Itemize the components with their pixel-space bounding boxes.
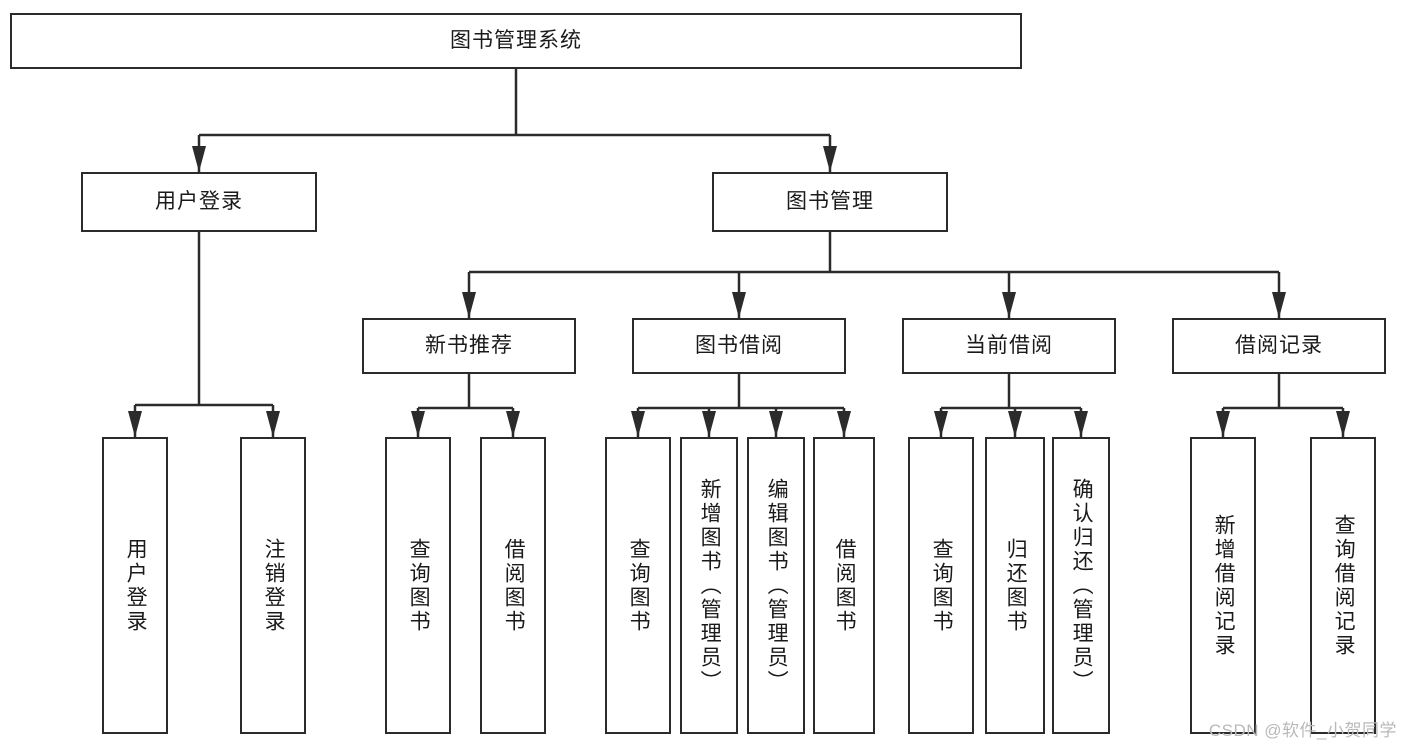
node-label: 编辑图书（管理员） — [765, 477, 789, 694]
arrowhead-b_edit — [769, 411, 783, 437]
node-label: 用户登录 — [124, 537, 148, 634]
node-b_edit[interactable]: 编辑图书（管理员） — [747, 437, 805, 734]
node-n_borrow[interactable]: 借阅图书 — [480, 437, 546, 734]
watermark-text: CSDN @软件_小贺同学 — [1208, 721, 1397, 740]
arrowhead-b_add — [702, 411, 716, 437]
node-c_query[interactable]: 查询图书 — [908, 437, 974, 734]
node-newbook[interactable]: 新书推荐 — [362, 318, 576, 374]
node-b_query[interactable]: 查询图书 — [605, 437, 671, 734]
node-label: 确认归还（管理员） — [1070, 477, 1094, 694]
arrowhead-c_confirm — [1074, 411, 1088, 437]
node-login[interactable]: 用户登录 — [81, 172, 317, 232]
node-root[interactable]: 图书管理系统 — [10, 13, 1022, 69]
node-label: 图书管理系统 — [450, 29, 582, 53]
node-label: 查询借阅记录 — [1332, 513, 1356, 658]
node-label: 查询图书 — [930, 537, 954, 634]
node-label: 借阅记录 — [1235, 334, 1323, 358]
node-label: 借阅图书 — [502, 537, 526, 634]
node-label: 图书借阅 — [695, 334, 783, 358]
node-b_lend[interactable]: 借阅图书 — [813, 437, 875, 734]
node-label: 借阅图书 — [833, 537, 857, 634]
arrowhead-l_login — [128, 411, 142, 437]
node-label: 注销登录 — [262, 537, 286, 634]
arrowhead-l_logout — [266, 411, 280, 437]
node-label: 新增借阅记录 — [1212, 513, 1236, 658]
node-label: 查询图书 — [407, 537, 431, 634]
node-r_add[interactable]: 新增借阅记录 — [1190, 437, 1256, 734]
arrowhead-n_borrow — [506, 411, 520, 437]
arrowhead-r_add — [1216, 411, 1230, 437]
node-l_logout[interactable]: 注销登录 — [240, 437, 306, 734]
node-r_query[interactable]: 查询借阅记录 — [1310, 437, 1376, 734]
node-c_return[interactable]: 归还图书 — [985, 437, 1045, 734]
node-borrow[interactable]: 图书借阅 — [632, 318, 846, 374]
node-label: 新书推荐 — [425, 334, 513, 358]
node-label: 用户登录 — [155, 190, 243, 214]
node-c_confirm[interactable]: 确认归还（管理员） — [1052, 437, 1110, 734]
node-n_query[interactable]: 查询图书 — [385, 437, 451, 734]
node-bookmgmt[interactable]: 图书管理 — [712, 172, 948, 232]
node-current[interactable]: 当前借阅 — [902, 318, 1116, 374]
node-label: 归还图书 — [1004, 537, 1028, 634]
arrowhead-c_return — [1008, 411, 1022, 437]
arrowhead-b_query — [631, 411, 645, 437]
arrowhead-borrow — [732, 292, 746, 318]
arrowhead-login — [192, 146, 206, 172]
node-record[interactable]: 借阅记录 — [1172, 318, 1386, 374]
node-label: 新增图书（管理员） — [698, 477, 722, 694]
node-label: 当前借阅 — [965, 334, 1053, 358]
node-label: 图书管理 — [786, 190, 874, 214]
arrowhead-n_query — [411, 411, 425, 437]
arrowhead-newbook — [462, 292, 476, 318]
arrowhead-c_query — [934, 411, 948, 437]
arrowhead-r_query — [1336, 411, 1350, 437]
arrowhead-record — [1272, 292, 1286, 318]
arrowhead-b_lend — [837, 411, 851, 437]
node-b_add[interactable]: 新增图书（管理员） — [680, 437, 738, 734]
arrowhead-bookmgmt — [823, 146, 837, 172]
arrowhead-current — [1002, 292, 1016, 318]
node-l_login[interactable]: 用户登录 — [102, 437, 168, 734]
node-label: 查询图书 — [627, 537, 651, 634]
